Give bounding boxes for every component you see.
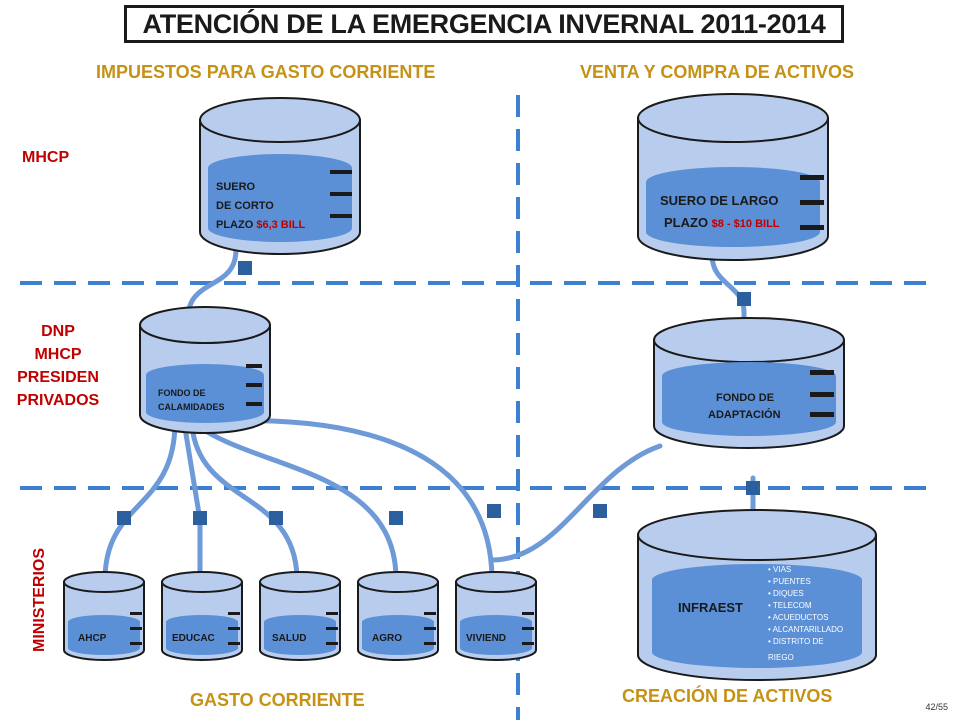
- tank-ahcp: [63, 571, 145, 661]
- tank-suero-largo: [637, 93, 829, 261]
- ministry-tanks: [63, 571, 537, 661]
- infraest-item: • TELECOM: [768, 601, 812, 610]
- ministry-label-educac: EDUCAC: [172, 633, 215, 644]
- tank-vivienda: [455, 571, 537, 661]
- row-label-dnp-line: PRESIDEN: [17, 369, 99, 386]
- valve-icon: [193, 511, 207, 525]
- ministry-label-vivienda: VIVIEND: [466, 633, 506, 644]
- header-venta-compra: VENTA Y COMPRA DE ACTIVOS: [580, 62, 855, 82]
- suero-corto-line2: DE CORTO: [216, 200, 274, 212]
- valve-icon: [238, 261, 252, 275]
- infraest-item: • DISTRITO DE: [768, 637, 824, 646]
- suero-corto-line1: SUERO: [216, 181, 256, 193]
- valve-icon: [746, 481, 760, 495]
- row-label-ministerios: MINISTERIOS: [31, 548, 48, 652]
- valve-icon: [269, 511, 283, 525]
- pipe-to-agro: [195, 423, 399, 581]
- row-label-dnp-line: MHCP: [34, 346, 82, 363]
- infraest-item: • DIQUES: [768, 589, 804, 598]
- valve-icon: [389, 511, 403, 525]
- suero-largo-line2: PLAZO $8 - $10 BILL: [664, 215, 780, 230]
- header-impuestos: IMPUESTOS PARA GASTO CORRIENTE: [96, 62, 436, 82]
- valve-icon: [117, 511, 131, 525]
- tank-suero-corto: [199, 97, 361, 255]
- tank-agro: [357, 571, 439, 661]
- suero-largo-amount: $8 - $10 BILL: [712, 218, 780, 230]
- infraest-items: • VIAS • PUENTES • DIQUES • TELECOM • AC…: [768, 565, 843, 662]
- suero-corto-amount: $6,3 BILL: [256, 219, 305, 231]
- valves: [117, 261, 760, 525]
- calamidades-line2: CALAMIDADES: [158, 402, 225, 412]
- tank-infraest: [637, 509, 877, 681]
- valve-icon: [487, 504, 501, 518]
- page-title: ATENCIÓN DE LA EMERGENCIA INVERNAL 2011-…: [124, 5, 844, 43]
- row-label-mhcp: MHCP: [22, 149, 70, 166]
- row-label-dnp-line: DNP: [41, 323, 75, 340]
- calamidades-line1: FONDO DE: [158, 388, 206, 398]
- adaptacion-line2: ADAPTACIÓN: [708, 408, 781, 421]
- tank-salud: [259, 571, 341, 661]
- tank-fondo-calamidades: [139, 306, 271, 434]
- valve-icon: [593, 504, 607, 518]
- infraest-label: INFRAEST: [678, 600, 743, 615]
- row-label-dnp: DNP MHCP PRESIDEN PRIVADOS: [10, 320, 106, 412]
- page-number: 42/55: [925, 702, 948, 712]
- infraest-item: • ALCANTARILLADO: [768, 625, 843, 634]
- tank-educac: [161, 571, 243, 661]
- pipe-to-ahcp: [102, 419, 178, 583]
- adaptacion-line1: FONDO DE: [716, 392, 774, 404]
- ministry-label-salud: SALUD: [272, 633, 306, 644]
- tank-fondo-adaptacion: [653, 317, 845, 449]
- suero-corto-line3: PLAZO $6,3 BILL: [216, 219, 306, 231]
- ministry-label-agro: AGRO: [372, 633, 402, 644]
- row-label-dnp-line: PRIVADOS: [16, 392, 100, 409]
- infraest-item: RIEGO: [768, 653, 794, 662]
- valve-icon: [737, 292, 751, 306]
- suero-largo-line1: SUERO DE LARGO: [660, 193, 778, 208]
- infraest-item: • PUENTES: [768, 577, 811, 586]
- pipe-vivienda-adaptacion: [489, 443, 663, 563]
- infraest-item: • ACUEDUCTOS: [768, 613, 828, 622]
- suero-largo-plazo: PLAZO: [664, 215, 712, 230]
- header-creacion-activos: CREACIÓN DE ACTIVOS: [622, 686, 833, 706]
- ministry-label-ahcp: AHCP: [78, 633, 107, 644]
- header-gasto-corriente: GASTO CORRIENTE: [190, 690, 365, 710]
- infraest-item: • VIAS: [768, 565, 791, 574]
- suero-corto-plazo: PLAZO: [216, 219, 256, 231]
- pipe-to-salud: [189, 423, 300, 581]
